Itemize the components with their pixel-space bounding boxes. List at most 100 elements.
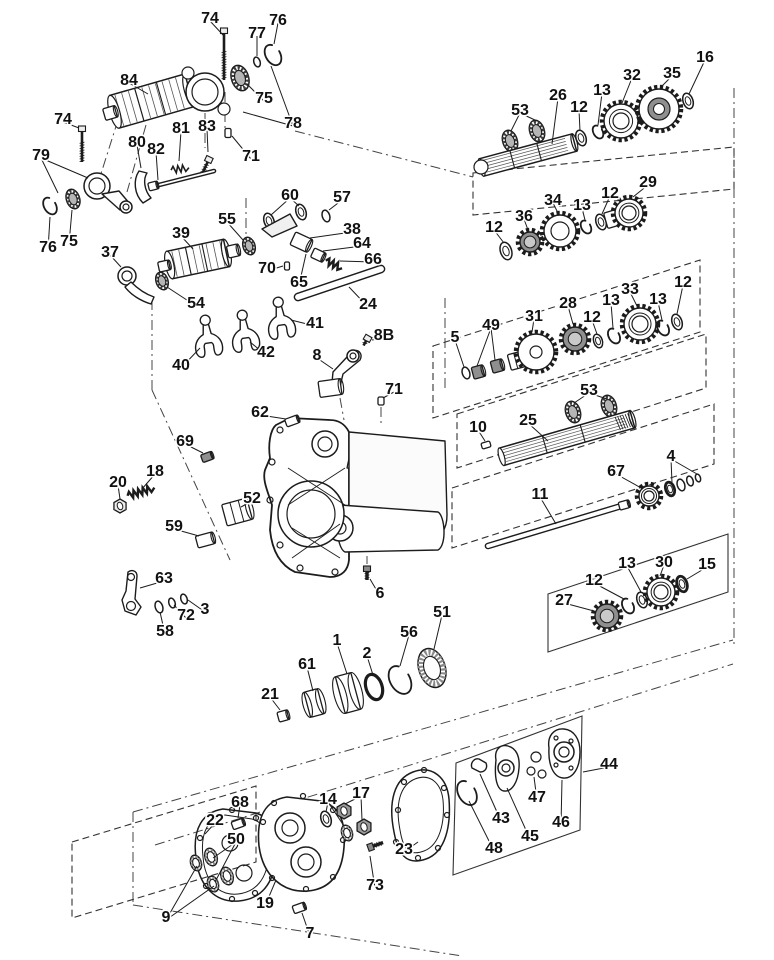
part-number-label: 15: [698, 556, 716, 573]
callout-23: 23: [394, 840, 419, 860]
part-washer-3: [179, 593, 189, 605]
part-pin-70: [283, 261, 291, 271]
part-number-label: 75: [60, 233, 78, 250]
callout-27: 27: [554, 591, 595, 612]
part-lever-8-ring: [346, 349, 360, 363]
part-race-1: [332, 671, 364, 715]
callout-53: 53: [573, 381, 608, 404]
part-snap-ring-56: [387, 665, 413, 695]
part-cover-19-b8: [268, 874, 276, 882]
part-oring-2: [363, 672, 385, 702]
part-number-label: 57: [333, 189, 351, 206]
part-gasket-22-b4: [252, 814, 260, 822]
callout-50: 50: [212, 830, 247, 883]
part-number-label: 33: [621, 281, 639, 298]
part-gasket-22-b7: [251, 889, 259, 897]
part-rod-82: [148, 168, 217, 190]
part-roller-8: [317, 377, 345, 398]
part-snap-12f: [621, 597, 635, 615]
part-snap-13c: [607, 327, 621, 345]
part-gasket-22-b2: [206, 811, 214, 819]
part-pawl-carrier: [261, 213, 298, 238]
part-gasket-23: [391, 769, 451, 862]
part-gear-30: [642, 573, 680, 611]
part-arm-37: [124, 281, 155, 305]
part-number-label: 13: [593, 82, 611, 99]
callout-78: 78: [242, 65, 304, 134]
part-gasket-23-b1: [394, 806, 402, 814]
part-shifter-shaft-39: [163, 238, 233, 280]
part-screw-18: [126, 482, 156, 502]
part-number-label: 4: [667, 448, 676, 465]
part-number-label: 8B: [374, 327, 394, 344]
callout-61: 61: [297, 655, 318, 692]
part-number-label: 61: [298, 656, 316, 673]
part-bearing-75-left: [65, 188, 81, 210]
part-number-label: 58: [156, 623, 174, 640]
part-number-label: 42: [257, 344, 275, 361]
part-gasket-23-b7: [414, 854, 422, 862]
part-number-label: 55: [218, 211, 236, 228]
callout-28: 28: [558, 294, 579, 325]
part-washer-16: [681, 92, 695, 110]
part-number-label: 6: [376, 585, 385, 602]
part-plate-46-ring: [553, 741, 575, 763]
callout-3: 3: [187, 600, 211, 620]
part-arm-79-boss: [119, 200, 133, 214]
part-washer-12b: [499, 241, 513, 261]
part-clevis-82: [147, 180, 160, 192]
callout-21: 21: [260, 685, 281, 711]
callout-72: 72: [173, 604, 197, 626]
box-9: [71, 785, 257, 919]
part-washer-58: [154, 600, 164, 614]
callout-24: 24: [348, 286, 379, 315]
callout-59: 59: [164, 517, 200, 537]
part-number-label: 81: [172, 120, 190, 137]
callout-42: 42: [249, 341, 277, 363]
callout-2: 2: [361, 644, 374, 676]
part-bearing-9d: [219, 866, 235, 886]
part-number-label: 23: [395, 841, 413, 858]
construction-line: [294, 130, 474, 178]
part-washer-60b: [294, 203, 308, 221]
part-number-label: 32: [623, 67, 641, 84]
callout-48: 48: [468, 800, 505, 859]
part-number-label: 24: [359, 296, 377, 313]
callout-37: 37: [100, 243, 122, 268]
part-bearing-53a: [501, 129, 519, 153]
part-number-label: 37: [101, 244, 119, 261]
part-race-61: [301, 688, 327, 718]
part-snap-ring-48: [456, 780, 478, 806]
part-case-rib2: [287, 467, 346, 506]
part-pin-71-top: [224, 127, 232, 139]
part-lever-63: [121, 569, 142, 616]
part-number-label: 46: [552, 814, 570, 831]
callout-41: 41: [290, 314, 326, 334]
part-number-label: 17: [352, 785, 370, 802]
callout-20: 20: [108, 473, 129, 500]
part-number-label: 67: [607, 463, 625, 480]
callout-6: 6: [369, 578, 386, 604]
callout-74: 74: [200, 9, 225, 37]
part-number-label: 71: [242, 148, 260, 165]
part-number-label: 53: [580, 382, 598, 399]
part-gasket-23-b2: [400, 778, 408, 786]
callout-12: 12: [600, 184, 621, 215]
part-cover-19-b7: [302, 885, 310, 893]
part-case-hole2: [268, 458, 276, 466]
part-pin-7: [291, 901, 308, 915]
construction-line: [339, 397, 345, 421]
callout-70: 70: [257, 259, 284, 279]
part-number-label: 65: [290, 274, 308, 291]
part-snap-ring-76-top: [263, 43, 283, 67]
callout-40: 40: [171, 347, 201, 376]
part-bearing-55: [241, 236, 257, 256]
callout-11: 11: [530, 485, 557, 525]
part-pin-71-case: [377, 396, 385, 406]
callout-79: 79: [31, 146, 89, 194]
callout-12: 12: [569, 98, 590, 132]
part-washer-12c: [594, 213, 608, 231]
part-bearing-51: [417, 647, 447, 689]
part-number-label: 25: [519, 412, 537, 429]
part-number-label: 36: [515, 208, 533, 225]
